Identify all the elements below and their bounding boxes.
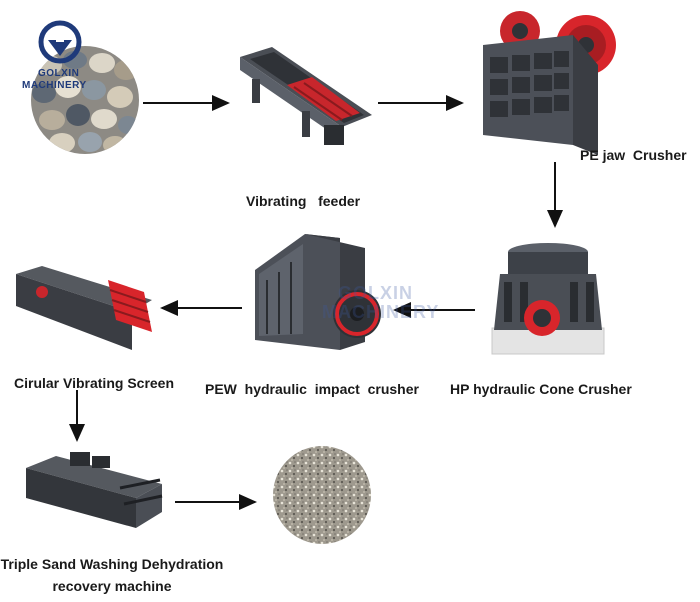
- label-pe-jaw-crusher: PE jaw Crusher: [580, 147, 687, 163]
- brand-logo: [32, 20, 92, 68]
- circular-vibrating-screen-image: [12, 262, 157, 354]
- logo-icon: [38, 20, 82, 64]
- label-hp-cone-crusher: HP hydraulic Cone Crusher: [450, 381, 632, 397]
- sand-washing-machine-image: [20, 448, 165, 530]
- label-sand-washing-line1: Triple Sand Washing Dehydration: [0, 556, 224, 572]
- logo-text-2: MACHINERY: [22, 80, 87, 91]
- raw-stones-image: [30, 45, 140, 155]
- pew-impact-crusher-image: [245, 230, 390, 362]
- pe-jaw-crusher-image: [478, 5, 618, 155]
- label-pew-impact-crusher: PEW hydraulic impact crusher: [205, 381, 419, 397]
- hp-cone-crusher-image: [490, 240, 608, 358]
- watermark-text-1: GOLXIN: [338, 283, 414, 303]
- label-sand-washing-line2: recovery machine: [52, 578, 172, 594]
- label-vibrating-feeder: Vibrating feeder: [246, 193, 361, 209]
- finished-sand-image: [272, 445, 372, 545]
- logo-text-1: GOLXIN: [38, 68, 80, 79]
- watermark-text-2: MACHINERY: [322, 302, 440, 322]
- label-circular-vibrating-screen: Cirular Vibrating Screen: [14, 375, 175, 391]
- vibrating-feeder-image: [232, 45, 377, 155]
